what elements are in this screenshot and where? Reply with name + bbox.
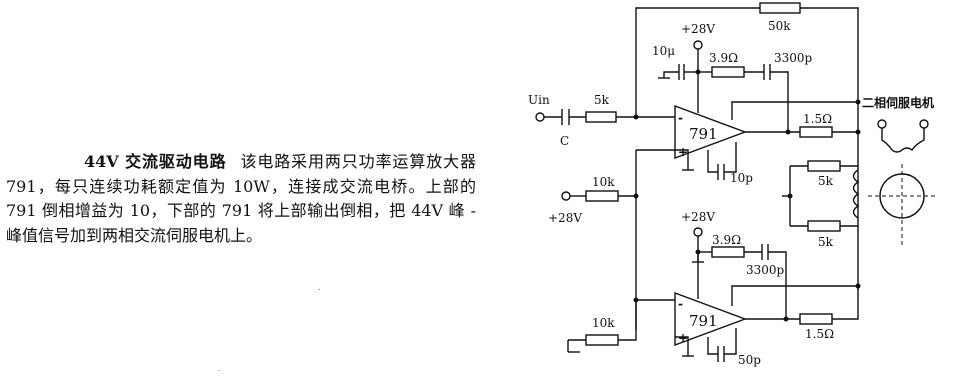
resistor-3-9ohm-upper: [711, 66, 745, 78]
input-stage: Uin C 5k: [528, 93, 675, 148]
label-10p: 10p: [730, 171, 753, 185]
label-10u: 10μ: [652, 44, 675, 58]
motor-terminal-right: [919, 119, 929, 129]
lower-opamp: 791 - + +28V 3.9Ω 3300p 50p: [633, 210, 861, 367]
lower-plus-sign: +: [678, 331, 688, 345]
description-body: 该电路采用两只功率运算放大器 791，每只连续功耗额定值为 10W，连接成交流电…: [6, 152, 476, 245]
label-50k: 50k: [768, 19, 791, 33]
upper-opamp-label: 791: [689, 125, 718, 143]
resistor-1-5ohm-lower: [799, 313, 833, 325]
label-10k-bias: 10k: [592, 175, 615, 189]
label-5k-mid-bottom: 5k: [818, 235, 834, 249]
label-5k-mid-top: 5k: [818, 174, 834, 188]
upper-minus-sign: -: [678, 111, 683, 125]
middle-network: 5k 5k: [782, 160, 860, 249]
upper-output: 1.5Ω: [799, 99, 861, 290]
label-5k-input: 5k: [594, 93, 610, 107]
label-10k-lower: 10k: [592, 316, 615, 330]
motor-terminal-left: [877, 119, 887, 129]
label-uin: Uin: [528, 93, 550, 107]
label-c: C: [560, 134, 569, 148]
input-terminal: [535, 112, 545, 122]
stray-mark: .: [218, 364, 221, 373]
lower-opamp-label: 791: [689, 312, 718, 330]
label-lower-supply: +28V: [681, 210, 715, 224]
description-title: 44V 交流驱动电路: [84, 152, 227, 171]
resistor-10k-lower: [585, 334, 619, 346]
description-paragraph: 44V 交流驱动电路该电路采用两只功率运算放大器 791，每只连续功耗额定值为 …: [6, 150, 476, 248]
label-3-9ohm-upper: 3.9Ω: [709, 51, 738, 65]
label-50p: 50p: [738, 353, 761, 367]
motor-title: 二相伺服电机: [862, 95, 934, 110]
lower-supply-terminal: [693, 227, 703, 237]
label-upper-supply: +28V: [681, 22, 715, 36]
resistor-3-9ohm-lower: [711, 246, 745, 258]
servo-motor: 二相伺服电机: [862, 95, 936, 246]
feedback-path: 50k: [635, 2, 859, 117]
resistor-50k: [759, 2, 801, 14]
label-bias-supply: +28V: [548, 211, 582, 225]
resistor-10k-bias: [585, 190, 619, 202]
resistor-5k-input: [585, 111, 617, 123]
upper-opamp: 791 - + +28V 10μ 3.9Ω 3300p 10p: [652, 22, 858, 185]
upper-plus-sign: +: [678, 145, 688, 159]
label-3300p-upper: 3300p: [774, 51, 813, 65]
upper-supply-terminal: [693, 40, 703, 50]
stray-mark: .: [318, 283, 321, 292]
lower-minus-sign: -: [678, 297, 683, 311]
bias-input: +28V 10k: [548, 149, 675, 330]
lower-input: 10k: [567, 300, 637, 353]
label-1-5ohm-upper: 1.5Ω: [803, 112, 832, 126]
label-1-5ohm-lower: 1.5Ω: [805, 327, 834, 341]
circuit-description: 44V 交流驱动电路该电路采用两只功率运算放大器 791，每只连续功耗额定值为 …: [6, 150, 476, 248]
label-3300p-lower: 3300p: [746, 263, 785, 277]
label-3-9ohm-lower: 3.9Ω: [712, 233, 741, 247]
resistor-5k-mid-bottom: [807, 220, 841, 232]
bias-terminal: [561, 191, 571, 201]
resistor-5k-mid-top: [807, 160, 841, 172]
resistor-1-5ohm-upper: [799, 126, 833, 138]
